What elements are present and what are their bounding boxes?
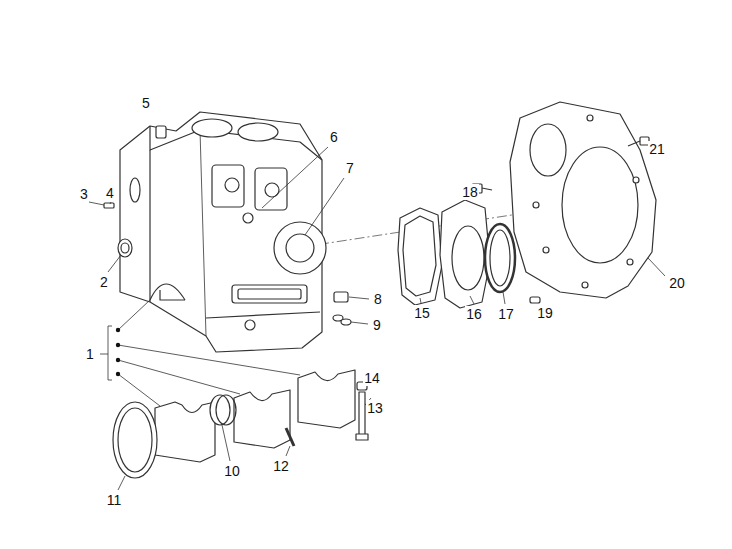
callout-number: 20 <box>668 275 686 291</box>
callout-number: 3 <box>79 186 89 202</box>
callout-number: 1 <box>85 346 95 362</box>
callout-number: 16 <box>465 306 483 322</box>
callout-number: 12 <box>272 458 290 474</box>
callout-number: 7 <box>345 160 355 176</box>
callout-number: 10 <box>223 463 241 479</box>
callout-number: 15 <box>413 305 431 321</box>
callout-number: 18 <box>461 184 479 200</box>
callout-number: 17 <box>497 306 515 322</box>
callout-number: 19 <box>536 305 554 321</box>
callout-number: 8 <box>373 291 383 307</box>
callout-number: 21 <box>648 141 666 157</box>
callout-number: 2 <box>99 274 109 290</box>
callout-number: 11 <box>106 492 123 508</box>
callout-number: 4 <box>105 185 115 201</box>
callout-number: 13 <box>366 400 384 416</box>
callout-number: 5 <box>141 95 151 111</box>
callout-number: 6 <box>329 129 339 145</box>
callout-number: 9 <box>372 317 382 333</box>
callout-number: 14 <box>363 370 381 386</box>
